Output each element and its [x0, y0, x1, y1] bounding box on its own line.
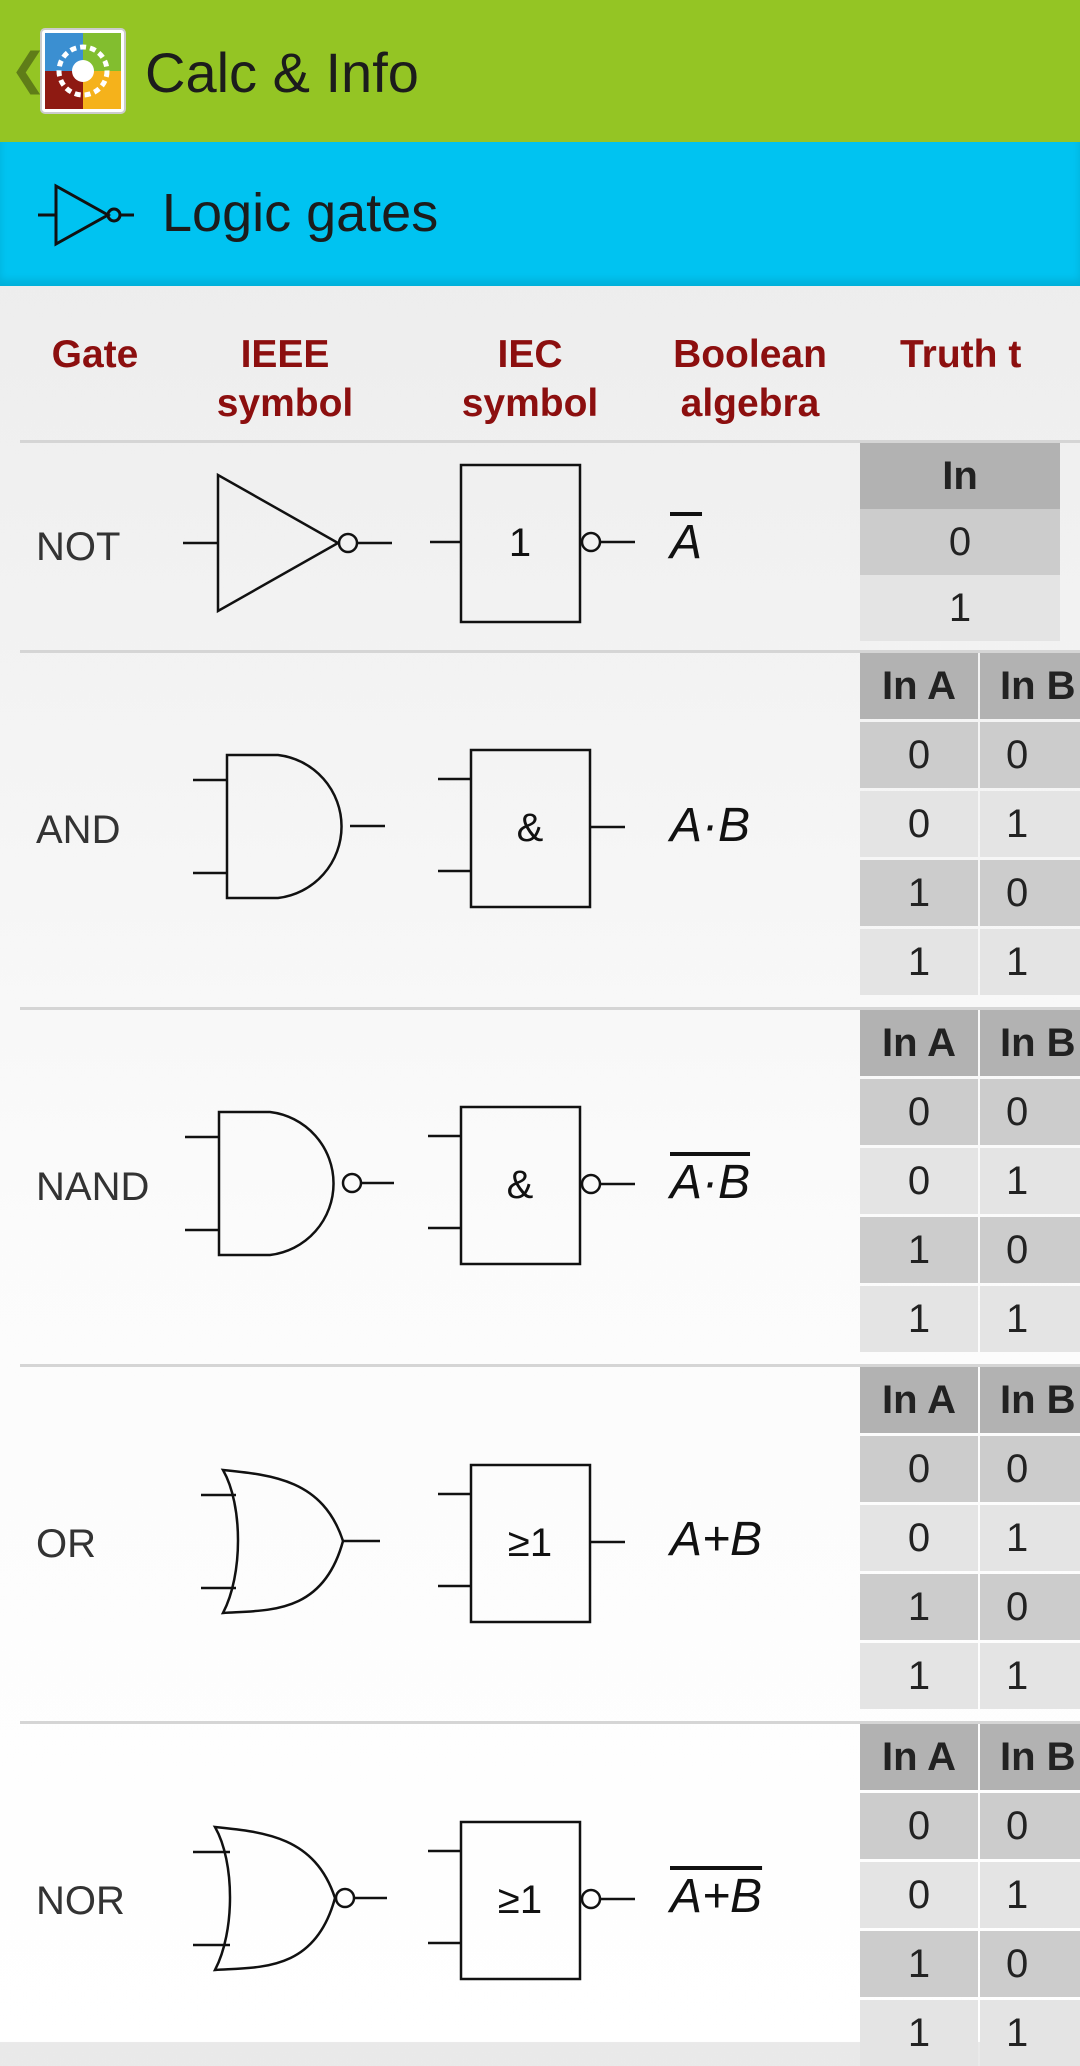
tt-cell: 0: [980, 722, 1080, 788]
tt-header: In B: [980, 1010, 1080, 1076]
gate-name-nor: NOR: [36, 1879, 125, 1923]
tt-cell: 1: [980, 1862, 1080, 1928]
tt-cell: 1: [860, 929, 978, 995]
row-divider: [20, 1364, 1080, 1367]
truth-table-nand: In A In B 0 0 0 1 1 0 1 1: [860, 1010, 1080, 1352]
col-header-boolean: Boolean algebra: [673, 333, 827, 425]
tt-header: In A: [860, 1367, 978, 1433]
section-title: Logic gates: [162, 183, 439, 243]
tt-cell: 0: [860, 791, 978, 857]
ieee-nand-gate-icon: [185, 1110, 394, 1257]
tt-header: In A: [860, 1724, 978, 1790]
tt-cell: 1: [860, 1286, 978, 1352]
ieee-and-gate-icon: [193, 753, 385, 900]
iec-label: &: [507, 1163, 534, 1207]
tt-cell: 0: [980, 1217, 1080, 1283]
boolean-expr-and: A·B: [670, 799, 751, 852]
row-divider: [20, 1721, 1080, 1724]
boolean-expr-nand: A·B: [670, 1156, 751, 1209]
ieee-nor-gate-icon: [193, 1825, 387, 1972]
tt-cell: 0: [980, 1436, 1080, 1502]
tt-cell: 1: [980, 791, 1080, 857]
tt-cell: 1: [860, 575, 1060, 641]
tt-cell: 0: [860, 1079, 978, 1145]
iec-label: ≥1: [508, 1521, 552, 1565]
boolean-expr-not: A: [670, 516, 703, 569]
tt-cell: 1: [980, 929, 1080, 995]
gate-name-and: AND: [36, 808, 121, 852]
tt-cell: 0: [860, 1793, 978, 1859]
tt-header: In B: [980, 1367, 1080, 1433]
col-header-gate: Gate: [51, 333, 139, 376]
col-header-ieee: IEEE symbol: [216, 333, 354, 425]
truth-table-or: In A In B 0 0 0 1 1 0 1 1: [860, 1367, 1080, 1709]
tt-cell: 1: [860, 1643, 978, 1709]
app-bar: ❮ Calc & Info: [0, 0, 1080, 142]
truth-table-not: In 0 1: [860, 443, 1060, 643]
app-title: Calc & Info: [145, 41, 419, 104]
iec-not-gate-icon: 1: [430, 463, 635, 624]
tt-header: In B: [980, 1724, 1080, 1790]
tt-cell: 1: [980, 1148, 1080, 1214]
ieee-or-gate-icon: [201, 1468, 380, 1615]
tt-header: In A: [860, 653, 978, 719]
tt-cell: 1: [860, 1931, 978, 1997]
iec-nand-gate-icon: &: [428, 1105, 635, 1266]
tt-header: In: [860, 443, 1060, 509]
section-header: Logic gates: [0, 142, 1080, 286]
tt-cell: 0: [980, 1793, 1080, 1859]
iec-label: &: [517, 806, 544, 850]
tt-cell: 0: [860, 722, 978, 788]
gate-name-nand: NAND: [36, 1165, 150, 1209]
row-divider: [20, 650, 1080, 653]
tt-cell: 1: [980, 2000, 1080, 2066]
boolean-expr-or: A+B: [670, 1513, 763, 1566]
col-header-iec: IEC symbol: [461, 333, 599, 425]
boolean-expr-nor: A+B: [670, 1870, 763, 1923]
gate-name-or: OR: [36, 1522, 96, 1566]
tt-cell: 1: [860, 860, 978, 926]
tt-cell: 0: [980, 1931, 1080, 1997]
iec-or-gate-icon: ≥1: [438, 1463, 625, 1624]
calc-info-logo-icon[interactable]: [40, 28, 126, 114]
tt-header: In A: [860, 1010, 978, 1076]
tt-cell: 1: [980, 1286, 1080, 1352]
truth-table-and: In A In B 0 0 0 1 1 0 1 1: [860, 653, 1080, 995]
row-divider: [20, 1007, 1080, 1010]
tt-cell: 0: [860, 1862, 978, 1928]
tt-cell: 0: [980, 1574, 1080, 1640]
tt-cell: 1: [980, 1643, 1080, 1709]
truth-table-nor: In A In B 0 0 0 1 1 0 1 1: [860, 1724, 1080, 2066]
tt-cell: 0: [860, 1505, 978, 1571]
tt-cell: 0: [860, 1148, 978, 1214]
iec-label: 1: [509, 521, 531, 565]
iec-and-gate-icon: &: [438, 748, 625, 909]
tt-cell: 0: [860, 1436, 978, 1502]
tt-cell: 1: [860, 1217, 978, 1283]
gate-name-not: NOT: [36, 525, 121, 569]
tt-cell: 1: [860, 1574, 978, 1640]
iec-nor-gate-icon: ≥1: [428, 1820, 635, 1981]
iec-label: ≥1: [498, 1878, 542, 1922]
row-divider: [20, 440, 1080, 443]
tt-cell: 1: [860, 2000, 978, 2066]
ieee-not-gate-icon: [183, 472, 392, 614]
not-gate-icon: [38, 183, 134, 247]
col-header-truth-table: Truth t: [900, 333, 1022, 376]
tt-cell: 0: [980, 1079, 1080, 1145]
tt-header: In B: [980, 653, 1080, 719]
tt-cell: 1: [980, 1505, 1080, 1571]
tt-cell: 0: [980, 860, 1080, 926]
tt-cell: 0: [860, 509, 1060, 575]
